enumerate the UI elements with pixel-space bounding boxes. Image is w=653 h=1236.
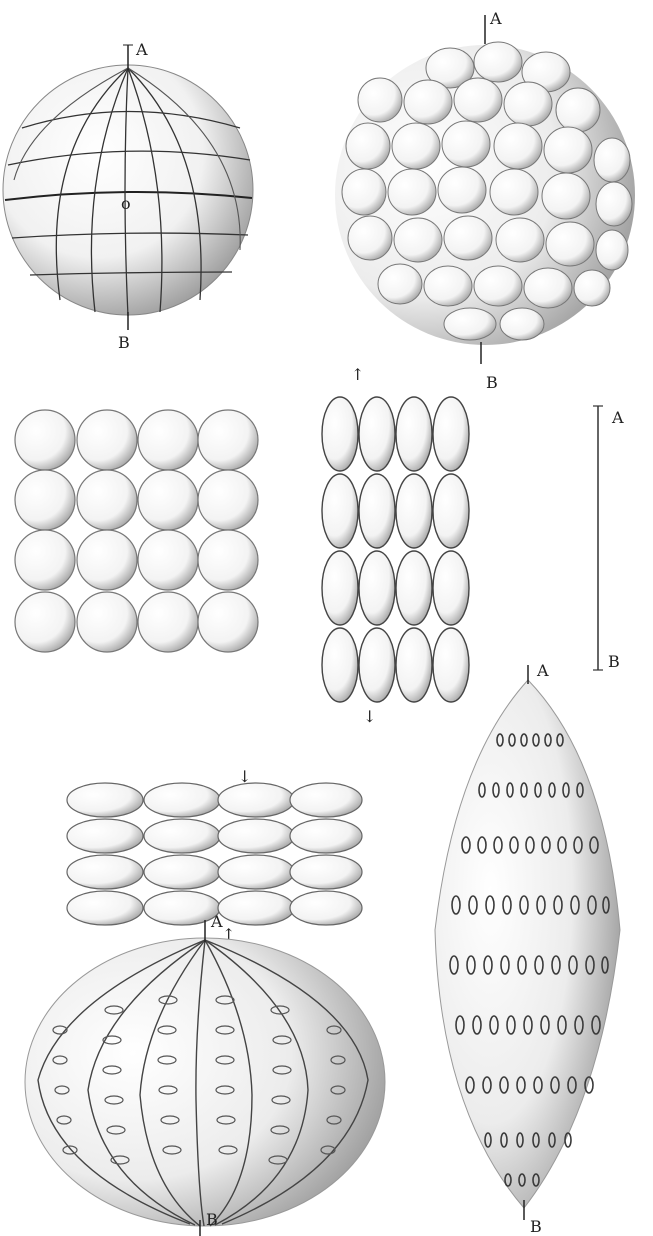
axis-line-label-a: A [611,408,624,427]
sphere-grid-label-o: o [121,194,131,213]
prolate-label-b: B [530,1217,542,1236]
axis-line-label-b: B [608,652,620,671]
oblate-label-b: B [206,1210,218,1229]
axis-line-figure: A B [593,406,624,671]
prolate-label-a: A [536,661,549,680]
sphere-cells-figure: A B [335,9,635,392]
sphere-grid-label-b: B [118,333,130,352]
sphere-grid-label-a: A [135,40,148,59]
sphere-cells-label-b: B [486,373,498,392]
round-cells-grid [15,410,258,652]
oblate-spheroid-figure: A B [25,912,385,1236]
prolate-spheroid-figure: A B [435,661,620,1236]
vertical-cells-grid: ↑ ↓ [322,365,469,726]
sphere-cells-label-a: A [489,9,502,28]
arrow-down-icon: ↓ [363,707,376,726]
sphere-grid-figure: A B o [3,40,253,352]
arrow-up-icon: ↑ [351,365,364,384]
oblate-label-a: A [210,912,223,931]
